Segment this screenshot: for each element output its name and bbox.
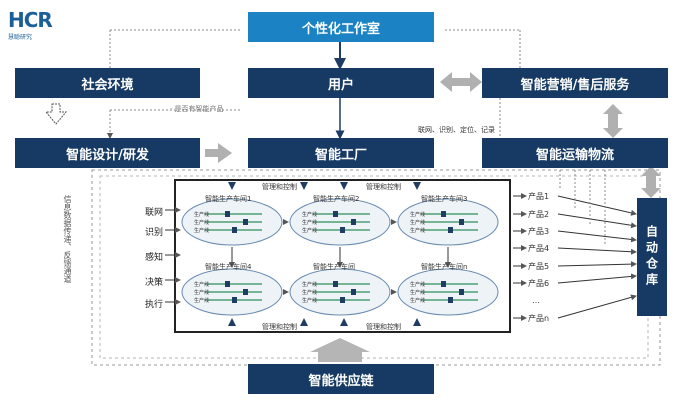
- logo-subtitle: 慧聪研究: [8, 34, 33, 41]
- supply-chain-label: 智能供应链: [308, 373, 374, 389]
- product-4: 产品4: [528, 244, 550, 253]
- product-ellipsis: …: [532, 296, 540, 305]
- logistics-box: 智能运输物流: [482, 138, 668, 168]
- warehouse-box: 自动仓库: [637, 198, 667, 316]
- line-label: 生产线: [302, 220, 318, 226]
- line-label: 生产线: [194, 290, 210, 296]
- product-5: 产品5: [528, 262, 550, 271]
- line-label: 生产线: [410, 212, 426, 218]
- workshop-1: 智能生产车间1: [205, 195, 252, 203]
- warehouse-label: 自动仓库: [644, 225, 659, 289]
- line-label: 生产线: [410, 290, 426, 296]
- line-label: 生产线: [410, 220, 426, 226]
- user-label: 用户: [327, 77, 354, 93]
- network-label: 联网、识别、定位、记录: [418, 126, 495, 134]
- mgmt-bottom-1: 管理和控制: [262, 323, 297, 331]
- side-label-perceive: 感知: [145, 253, 164, 263]
- line-label: 生产线: [194, 220, 210, 226]
- design-label: 智能设计/研发: [66, 147, 149, 163]
- line-label: 生产线: [410, 298, 426, 304]
- marketing-label: 智能营销/售后服务: [520, 77, 630, 93]
- side-label-execute: 执行: [145, 300, 164, 310]
- side-label-decide: 决策: [145, 278, 164, 288]
- logo-text: HCR: [8, 8, 53, 32]
- line-label: 生产线: [302, 282, 318, 288]
- workshop-5: 智能生产车间: [313, 263, 355, 271]
- product-n: 产品n: [528, 314, 550, 323]
- hcr-logo: HCR 慧聪研究: [8, 8, 68, 41]
- side-label-network: 联网: [145, 208, 164, 218]
- line-label: 生产线: [194, 282, 210, 288]
- marketing-box: 智能营销/售后服务: [482, 68, 668, 98]
- design-box: 智能设计/研发: [15, 138, 200, 168]
- supply-chain-box: 智能供应链: [248, 364, 434, 394]
- mgmt-top-1: 管理和控制: [262, 183, 297, 191]
- line-label: 生产线: [302, 290, 318, 296]
- social-env-label: 社会环境: [81, 77, 134, 93]
- product-1: 产品1: [528, 192, 550, 201]
- workshop-4: 智能生产车间4: [205, 263, 252, 271]
- line-label: 生产线: [302, 228, 318, 234]
- workshop-3: 智能生产车间3: [421, 195, 468, 203]
- mgmt-top-2: 管理和控制: [366, 183, 401, 191]
- line-label: 生产线: [410, 282, 426, 288]
- product-6: 产品6: [528, 279, 550, 288]
- line-label: 生产线: [302, 298, 318, 304]
- workshop-n: 智能生产车间n: [421, 263, 468, 271]
- workshop-2: 智能生产车间2: [313, 195, 360, 203]
- factory-box: 智能工厂: [248, 138, 434, 168]
- logistics-label: 智能运输物流: [535, 147, 614, 163]
- personal-studio-label: 个性化工作室: [301, 21, 380, 37]
- mgmt-bottom-2: 管理和控制: [366, 323, 401, 331]
- line-label: 生产线: [194, 228, 210, 234]
- smart-product-label: · 是否有智能产品: [170, 105, 224, 113]
- user-box: 用户: [248, 68, 434, 98]
- social-env-box: 社会环境: [15, 68, 200, 98]
- factory-label: 智能工厂: [314, 147, 367, 163]
- line-label: 生产线: [410, 228, 426, 234]
- line-label: 生产线: [194, 212, 210, 218]
- personal-studio-box: 个性化工作室: [248, 12, 434, 42]
- product-2: 产品2: [528, 210, 550, 219]
- product-3: 产品3: [528, 227, 550, 236]
- info-flow-label: 信息数据传递、反馈通道: [63, 195, 72, 283]
- line-label: 生产线: [194, 298, 210, 304]
- side-label-identify: 识别: [145, 228, 164, 238]
- line-label: 生产线: [302, 212, 318, 218]
